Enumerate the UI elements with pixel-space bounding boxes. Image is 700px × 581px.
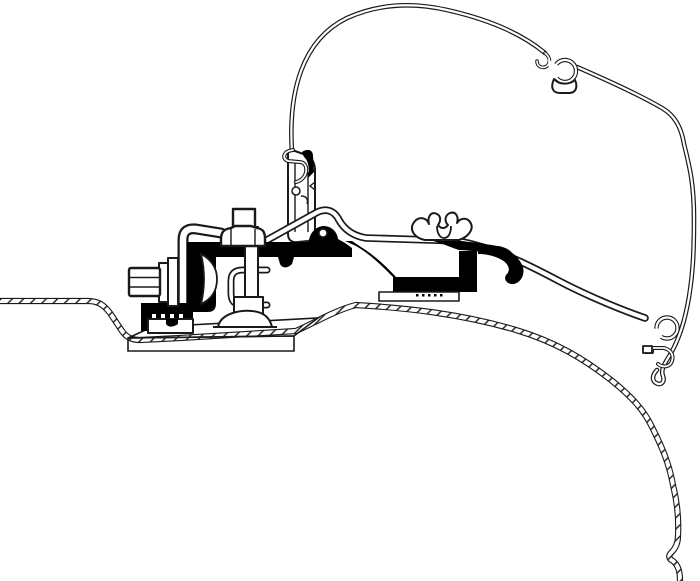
antler-body (411, 211, 473, 241)
boot-tick-3 (170, 314, 174, 319)
boot-tick-2 (161, 314, 165, 319)
rail-nub-hook (300, 195, 309, 205)
boot-tick-1 (152, 314, 156, 319)
plate-front-face (127, 335, 295, 352)
pad-dot-3 (428, 294, 431, 297)
rail-wall-notch (308, 181, 316, 191)
pad-dot-4 (434, 294, 437, 297)
pad-dot-5 (440, 294, 443, 297)
clip-ring-opening (548, 59, 566, 83)
jaw-tab (166, 319, 178, 327)
case-top-clip (535, 51, 579, 94)
gasket-column (459, 251, 477, 292)
pad-dot-1 (416, 294, 419, 297)
gasket-tab (278, 257, 294, 268)
foot-pad-body (378, 291, 460, 302)
hex-bolt (127, 257, 179, 307)
rail-antler-detail (411, 211, 473, 241)
gasket-bar-and-leg (187, 226, 352, 312)
clamp-profile (141, 226, 524, 331)
end-hook-tab (642, 345, 653, 354)
washer-2 (167, 257, 179, 307)
foot-pad (378, 291, 460, 302)
rail-hook-shadow (302, 149, 314, 178)
antler-cup (436, 225, 452, 239)
rail-top-hook (282, 148, 314, 184)
vertical-bolt (213, 207, 277, 328)
bolt-head (127, 266, 162, 298)
case-end-hooks (642, 315, 680, 369)
gasket-cap (433, 238, 512, 259)
clamp-lens-washer (200, 253, 218, 305)
end-ring-opening (651, 328, 667, 343)
gasket-claw-hook (478, 246, 524, 285)
gasket-curl-hole (318, 228, 328, 238)
clip-foot (551, 78, 578, 94)
end-ring-inner (655, 316, 679, 340)
gasket-diagonal-foot (345, 241, 477, 292)
dome-washer (217, 309, 273, 328)
flanged-nut (219, 224, 267, 248)
pad-dot-2 (422, 294, 425, 297)
gasket-boot (141, 303, 193, 331)
rail-nub (291, 186, 301, 196)
clamp-jaw (147, 318, 194, 334)
boot-tick-4 (179, 314, 183, 319)
